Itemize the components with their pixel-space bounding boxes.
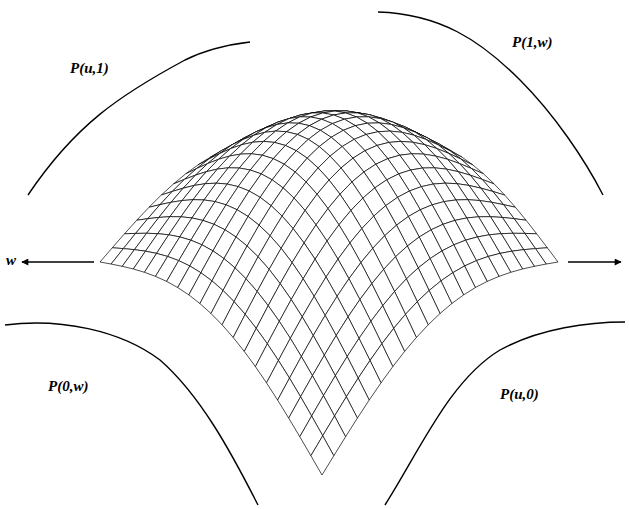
curve-label: P(1,w) <box>512 34 552 51</box>
axis-arrow <box>22 261 94 262</box>
mesh-cell <box>311 436 334 475</box>
axis-label: w <box>6 252 16 269</box>
boundary-curve <box>28 42 250 195</box>
curve-label: P(u,0) <box>500 386 539 403</box>
curve-label: P(0,w) <box>48 378 88 395</box>
curve-label: P(u,1) <box>70 60 109 77</box>
axis-arrow <box>568 261 621 262</box>
boundary-curve <box>378 12 603 195</box>
boundary-curve <box>5 323 258 505</box>
surface-mesh <box>100 111 558 475</box>
boundary-curve <box>385 322 625 505</box>
